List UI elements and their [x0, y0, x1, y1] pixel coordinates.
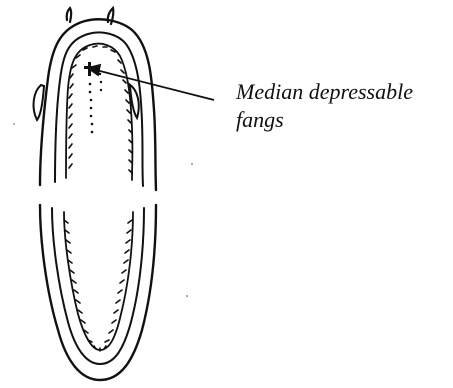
upper-cavity-outline — [66, 44, 132, 180]
side-lobes — [34, 84, 139, 120]
lower-tooth-rows — [64, 220, 132, 351]
horns — [67, 8, 114, 24]
lower-outer-outline — [40, 205, 156, 380]
upper-inner-outline — [55, 32, 143, 186]
annotation-line-1: Median depressable — [236, 78, 413, 106]
fang-annotation: Median depressable fangs — [236, 78, 413, 134]
median-fangs — [84, 62, 102, 133]
annotation-line-2: fangs — [236, 106, 413, 134]
